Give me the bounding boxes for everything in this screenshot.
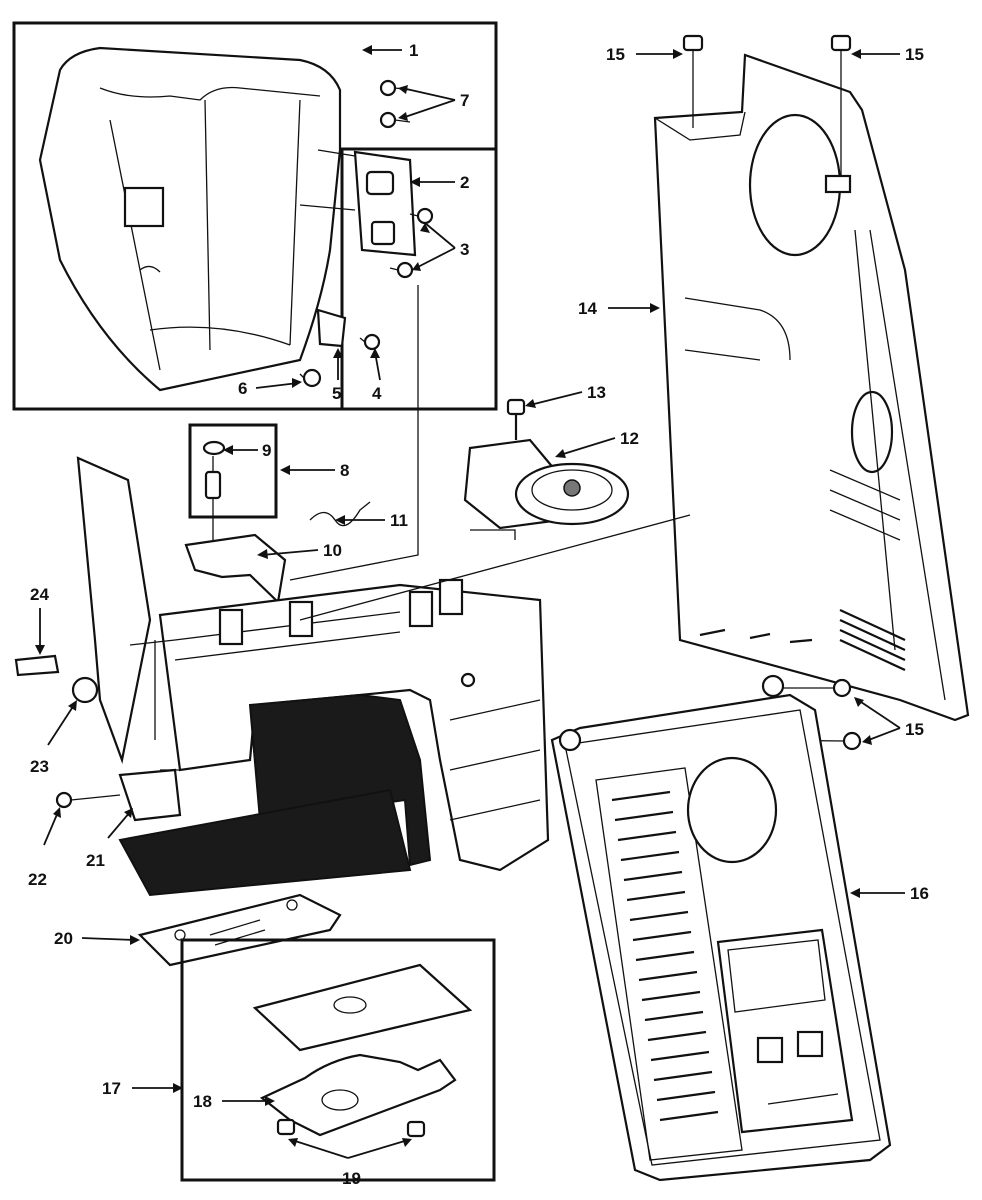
callout-label-22: 22 [28, 870, 47, 889]
callout-label-2: 2 [460, 173, 469, 192]
callout-18: 18 [193, 1092, 275, 1111]
callout-label-5: 5 [332, 384, 341, 403]
callout-11: 11 [335, 511, 408, 530]
callout-label-17: 17 [102, 1079, 121, 1098]
presser-lever [184, 501, 371, 605]
callout-label-15c: 15 [905, 720, 924, 739]
callout-15-right: 15 [851, 45, 924, 64]
callout-label-15a: 15 [606, 45, 625, 64]
callout-label-20: 20 [54, 929, 73, 948]
callout-22: 22 [28, 807, 61, 889]
callout-10: 10 [257, 541, 342, 560]
group-box-part-8 [188, 423, 278, 519]
callout-8: 8 [280, 461, 349, 480]
callout-20: 20 [54, 929, 140, 948]
callout-label-7: 7 [460, 91, 469, 110]
callout-17: 17 [102, 1079, 183, 1098]
callout-label-14: 14 [578, 299, 597, 318]
callout-label-24: 24 [30, 585, 49, 604]
machine-main-frame [118, 578, 550, 897]
group-box-part-1 [12, 21, 498, 411]
callout-3: 3 [411, 222, 469, 271]
callout-label-12: 12 [620, 429, 639, 448]
callout-label-16: 16 [910, 884, 929, 903]
callout-6: 6 [238, 378, 302, 398]
lower-bracket [55, 768, 182, 822]
hinge-bracket [299, 149, 417, 257]
callout-1: 1 [362, 41, 418, 60]
bed-plate-assembly [252, 963, 473, 1138]
callout-label-1: 1 [409, 41, 418, 60]
screws-part-15 [579, 34, 862, 751]
needle-plate [137, 893, 342, 967]
motor-gear-unit [463, 398, 630, 530]
callout-5: 5 [332, 348, 343, 403]
callout-24: 24 [30, 585, 49, 655]
callout-23: 23 [30, 700, 77, 776]
callout-15-lower: 15 [854, 697, 924, 745]
callout-label-10: 10 [323, 541, 342, 560]
rear-cover-panel [653, 53, 970, 722]
group-box-part-17 [180, 938, 496, 1182]
side-plate [14, 456, 152, 765]
callout-label-11: 11 [390, 511, 408, 530]
callout-7: 7 [398, 85, 469, 121]
callout-label-19: 19 [342, 1169, 361, 1188]
thread-guide-assembly [202, 440, 226, 540]
front-cover-vent-grille [595, 767, 743, 1161]
callout-13: 13 [525, 383, 606, 408]
callout-12: 12 [555, 429, 639, 458]
callout-16: 16 [850, 884, 929, 903]
callout-15-left: 15 [606, 45, 683, 64]
top-cover [38, 46, 342, 392]
callout-label-8: 8 [340, 461, 349, 480]
callout-label-6: 6 [238, 379, 247, 398]
callout-label-9: 9 [262, 441, 271, 460]
callout-14: 14 [578, 299, 660, 318]
callout-2: 2 [410, 173, 469, 192]
assembly-lines [129, 285, 691, 771]
callout-label-23: 23 [30, 757, 49, 776]
callout-label-3: 3 [460, 240, 469, 259]
callout-4: 4 [370, 348, 382, 403]
rear-cover-vents [829, 469, 906, 671]
callout-label-21: 21 [86, 851, 105, 870]
screws-top-cover [299, 79, 434, 388]
callout-19: 19 [288, 1138, 412, 1188]
callout-label-18: 18 [193, 1092, 212, 1111]
callout-label-4: 4 [372, 384, 382, 403]
callout-21: 21 [86, 808, 133, 870]
callout-9: 9 [223, 441, 271, 460]
callout-label-13: 13 [587, 383, 606, 402]
front-cover-panel [550, 674, 892, 1182]
callout-label-15b: 15 [905, 45, 924, 64]
